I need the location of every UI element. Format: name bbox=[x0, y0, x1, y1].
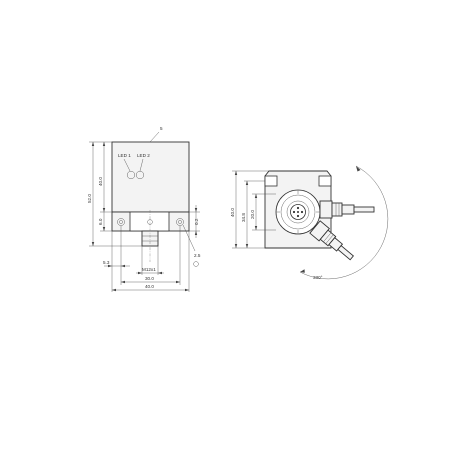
led-2-indicator bbox=[135, 170, 145, 180]
side-view: 330° bbox=[264, 165, 389, 280]
front-flange-center bbox=[129, 211, 170, 232]
arrow bbox=[102, 142, 106, 146]
side-dimensions: 40.0 34.8 20.0 bbox=[230, 170, 276, 249]
side-notch-left bbox=[264, 175, 278, 187]
callout-leader bbox=[149, 131, 160, 143]
connector-pin-5 bbox=[297, 211, 299, 213]
side-notch-right bbox=[318, 175, 332, 187]
cable bbox=[337, 245, 355, 261]
arrow bbox=[254, 194, 258, 198]
front-view: LED 1 LED 2 5 bbox=[111, 126, 190, 262]
led-2-label: LED 2 bbox=[137, 153, 150, 158]
arrow bbox=[91, 242, 95, 246]
front-body bbox=[111, 141, 190, 213]
connector-pin-1 bbox=[296, 206, 300, 210]
dim-rotation: 330° bbox=[313, 275, 323, 280]
mounting-hole-right-inner bbox=[178, 220, 182, 224]
connector-ring-mid bbox=[280, 194, 316, 230]
arrow bbox=[112, 288, 116, 292]
arrow bbox=[300, 269, 305, 273]
arrow bbox=[138, 271, 142, 275]
plug-sleeve bbox=[341, 204, 355, 215]
dim-hole: 2.5 bbox=[194, 253, 201, 258]
hole-detail-circle bbox=[193, 261, 199, 267]
cable-connector-horizontal bbox=[319, 200, 375, 219]
dim-body-height: 40.0 bbox=[98, 177, 103, 186]
dim-flange: 6.0 bbox=[98, 218, 103, 225]
arrow bbox=[102, 227, 106, 231]
led-1-leader bbox=[123, 158, 131, 172]
arrow bbox=[245, 244, 249, 248]
plug-ridge bbox=[323, 232, 332, 243]
arrow bbox=[176, 280, 180, 284]
dim-total-height: 52.0 bbox=[87, 194, 92, 203]
dim-side-height: 40.0 bbox=[230, 208, 235, 217]
led-1-label: LED 1 bbox=[118, 153, 131, 158]
arrow bbox=[185, 288, 189, 292]
dim-right-small: 0.2 bbox=[194, 218, 199, 225]
arrow bbox=[91, 142, 95, 146]
plug-nut bbox=[331, 202, 343, 217]
dim-thread: M12x1 bbox=[142, 267, 156, 272]
mounting-hole-left-inner bbox=[119, 220, 123, 224]
arrow bbox=[108, 264, 112, 268]
front-dimensions: 52.0 40.0 6.0 0.2 2.5 5.3 bbox=[87, 141, 201, 292]
connector-pin-4 bbox=[292, 210, 296, 214]
arrow bbox=[194, 231, 198, 235]
connector-pin-3 bbox=[296, 214, 300, 218]
mounting-hole-right bbox=[176, 218, 184, 226]
arrow bbox=[158, 271, 162, 275]
arrow bbox=[356, 166, 361, 172]
arrow bbox=[121, 264, 125, 268]
plug-ridge bbox=[325, 234, 334, 244]
arrow bbox=[245, 181, 249, 185]
connector-ring-inner bbox=[286, 200, 310, 224]
dim-hole-spacing: 30.0 bbox=[145, 276, 154, 281]
dim-left-offset: 5.3 bbox=[103, 260, 110, 265]
dim-side-inner: 20.0 bbox=[250, 210, 255, 219]
callout-number: 5 bbox=[160, 126, 163, 131]
cable bbox=[353, 206, 375, 213]
mounting-hole-left bbox=[117, 218, 125, 226]
dim-side-mid: 34.8 bbox=[241, 213, 246, 222]
arrow bbox=[234, 244, 238, 248]
led-1-indicator bbox=[126, 170, 136, 180]
arrow bbox=[121, 280, 125, 284]
plug-body bbox=[319, 200, 333, 219]
arrow bbox=[194, 208, 198, 212]
dim-width: 40.0 bbox=[145, 284, 154, 289]
cable-connector-angled bbox=[309, 220, 355, 261]
arrow bbox=[102, 208, 106, 212]
led-2-leader bbox=[139, 158, 144, 172]
arrow bbox=[254, 226, 258, 230]
arrow bbox=[234, 171, 238, 175]
connector-pin-2 bbox=[300, 210, 304, 214]
